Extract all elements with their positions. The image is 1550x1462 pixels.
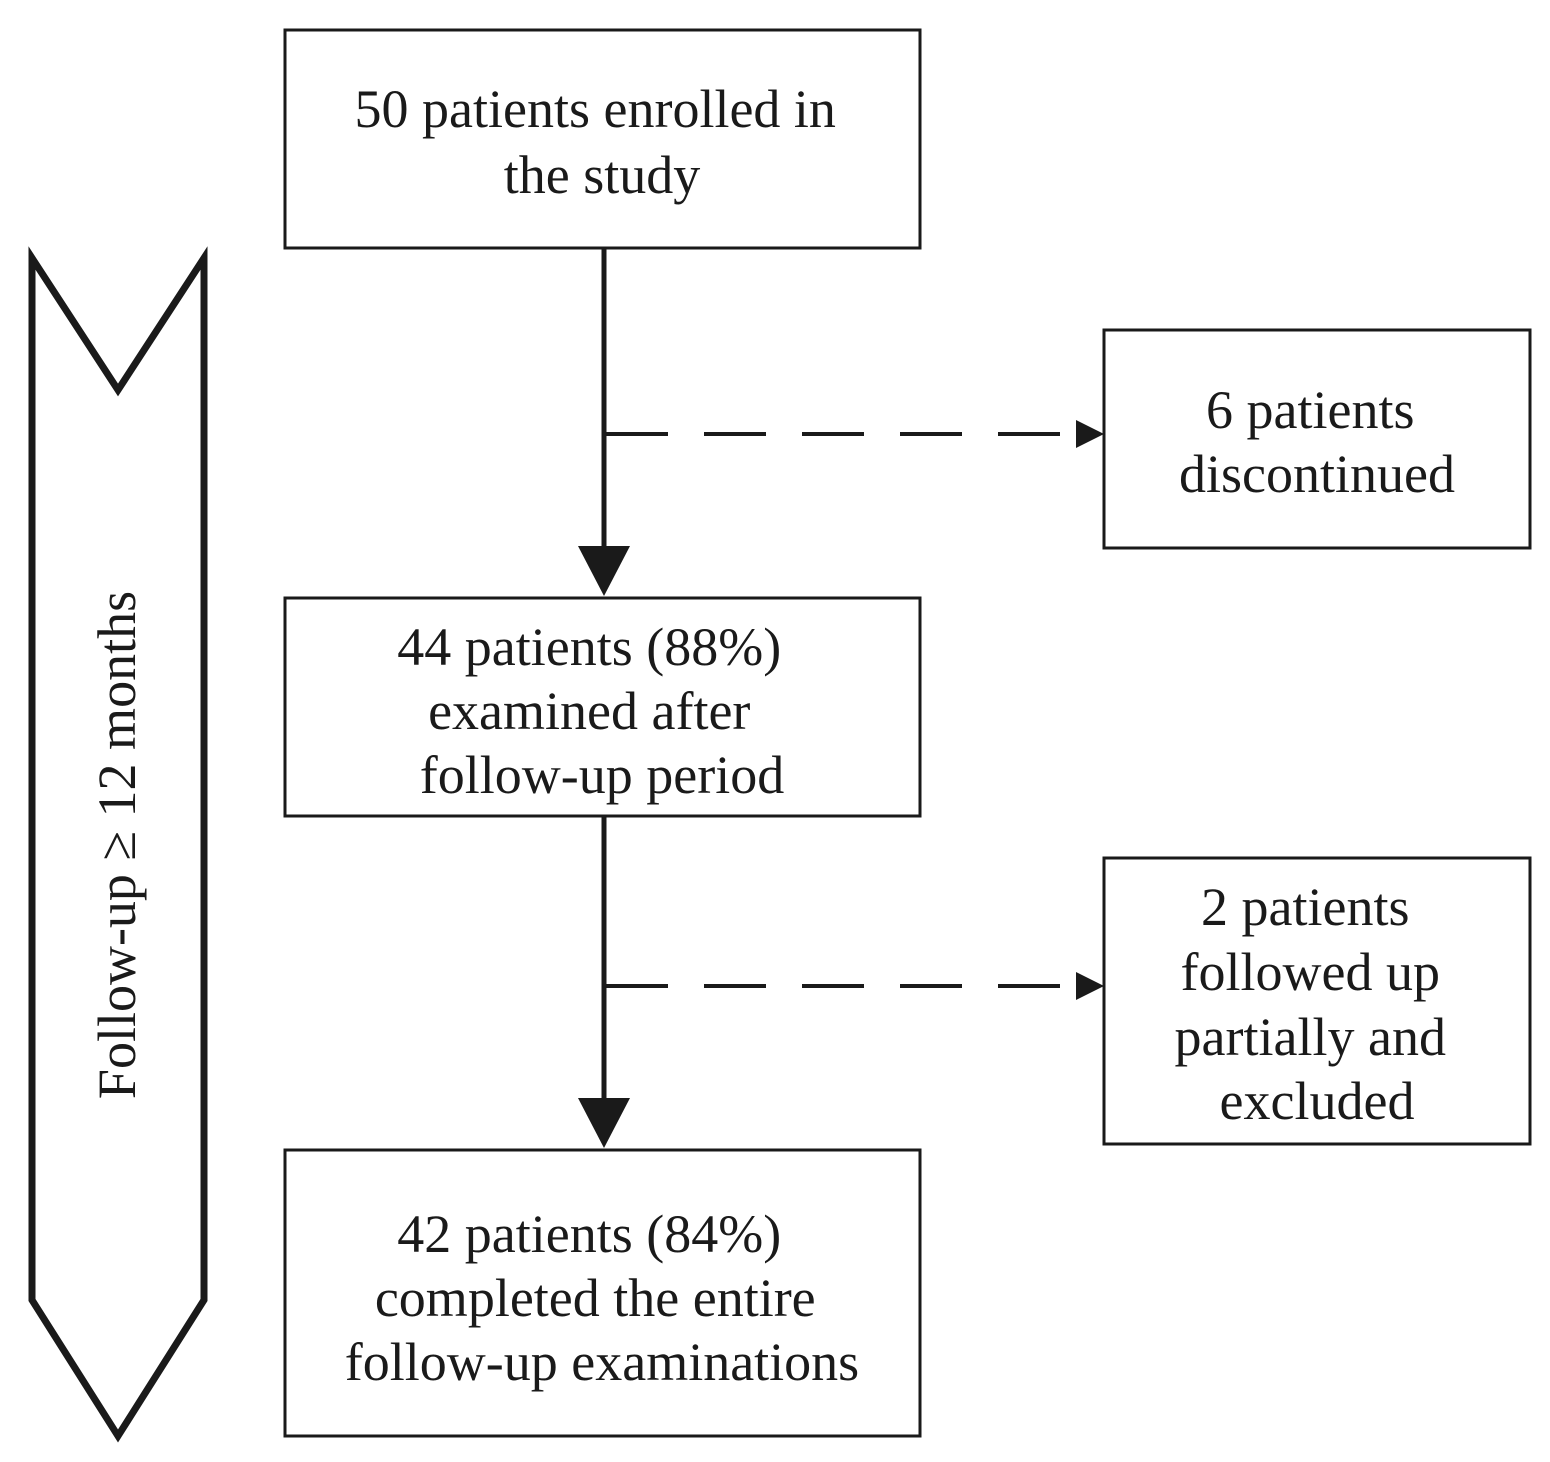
box-completed-line-2: completed the entire xyxy=(375,1268,816,1328)
box-excluded-line-2: followed up xyxy=(1181,942,1440,1002)
arrowhead-to-discontinued xyxy=(1076,420,1104,448)
box-completed-line-3: follow-up examinations xyxy=(345,1332,859,1392)
arrowhead-to-completed xyxy=(578,1098,630,1148)
box-completed-line-1: 42 patients (84%) xyxy=(397,1204,781,1264)
box-excluded-line-4: excluded xyxy=(1220,1071,1415,1131)
box-excluded-text: 2 patients followed up partially and exc… xyxy=(1175,877,1460,1131)
timeline-label: Follow-up ≥ 12 months xyxy=(87,591,147,1099)
box-excluded-line-3: partially and xyxy=(1175,1007,1446,1067)
box-discontinued-text: 6 patients discontinued xyxy=(1179,380,1455,504)
box-completed-text: 42 patients (84%) completed the entire f… xyxy=(345,1204,859,1392)
box-examined-line-1: 44 patients (88%) xyxy=(397,617,781,677)
arrowhead-to-examined xyxy=(578,546,630,596)
box-examined-line-2: examined after xyxy=(428,681,750,741)
box-enrolled-line-1: 50 patients enrolled in xyxy=(355,79,836,139)
box-examined-line-3: follow-up period xyxy=(420,745,784,805)
box-examined-text: 44 patients (88%) examined after follow-… xyxy=(397,617,794,805)
arrowhead-to-excluded xyxy=(1076,972,1104,1000)
box-enrolled-text: 50 patients enrolled in the study xyxy=(355,79,850,205)
box-examined: 44 patients (88%) examined after follow-… xyxy=(283,596,922,818)
box-discontinued-line-1: 6 patients xyxy=(1206,380,1414,440)
box-excluded: 2 patients followed up partially and exc… xyxy=(1102,856,1532,1146)
timeline-chevron xyxy=(28,246,208,1443)
box-discontinued: 6 patients discontinued xyxy=(1102,328,1532,550)
box-completed: 42 patients (84%) completed the entire f… xyxy=(283,1148,922,1438)
box-excluded-line-1: 2 patients xyxy=(1201,877,1409,937)
box-discontinued-line-2: discontinued xyxy=(1179,444,1455,504)
box-enrolled-line-2: the study xyxy=(504,145,701,205)
box-enrolled: 50 patients enrolled in the study xyxy=(283,28,922,250)
